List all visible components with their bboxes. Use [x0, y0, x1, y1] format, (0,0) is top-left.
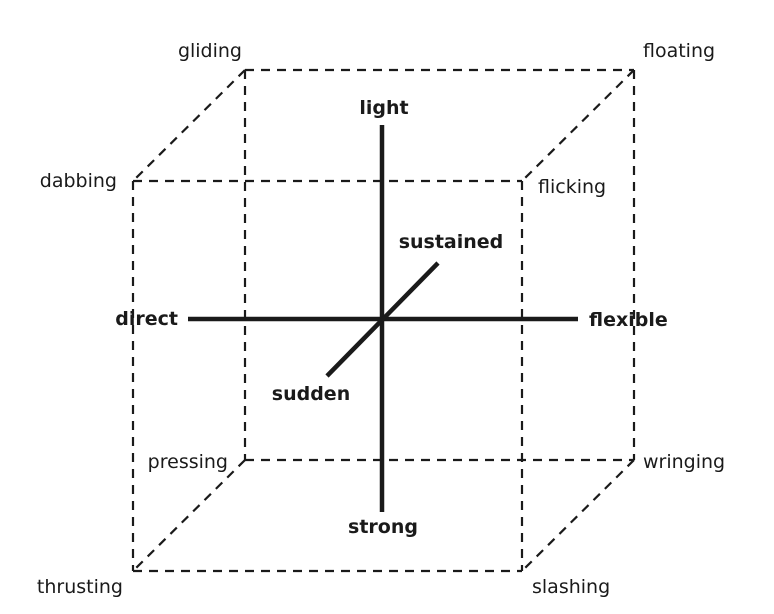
axis-label-strong: strong: [348, 516, 418, 538]
corner-label-floating: floating: [643, 40, 715, 62]
corner-label-gliding: gliding: [178, 40, 242, 62]
depth-axis-sustained-sudden: [325, 261, 440, 378]
corner-label-pressing: pressing: [148, 451, 228, 473]
depth-bottom-left-edge: [132, 459, 246, 572]
corner-label-slashing: slashing: [532, 576, 610, 598]
corner-label-wringing: wringing: [643, 451, 725, 473]
axis-label-flexible: flexible: [589, 309, 668, 331]
corner-label-flicking: flicking: [538, 176, 606, 198]
depth-bottom-right-edge: [521, 459, 635, 572]
corner-label-thrusting: thrusting: [37, 576, 123, 598]
axis-label-sudden: sudden: [272, 383, 350, 405]
depth-top-left-edge: [132, 69, 246, 182]
axis-label-sustained: sustained: [399, 231, 504, 253]
corner-label-dabbing: dabbing: [40, 170, 117, 192]
axis-label-light: light: [359, 97, 408, 119]
axis-label-direct: direct: [115, 308, 178, 330]
depth-top-right-edge: [521, 69, 635, 182]
